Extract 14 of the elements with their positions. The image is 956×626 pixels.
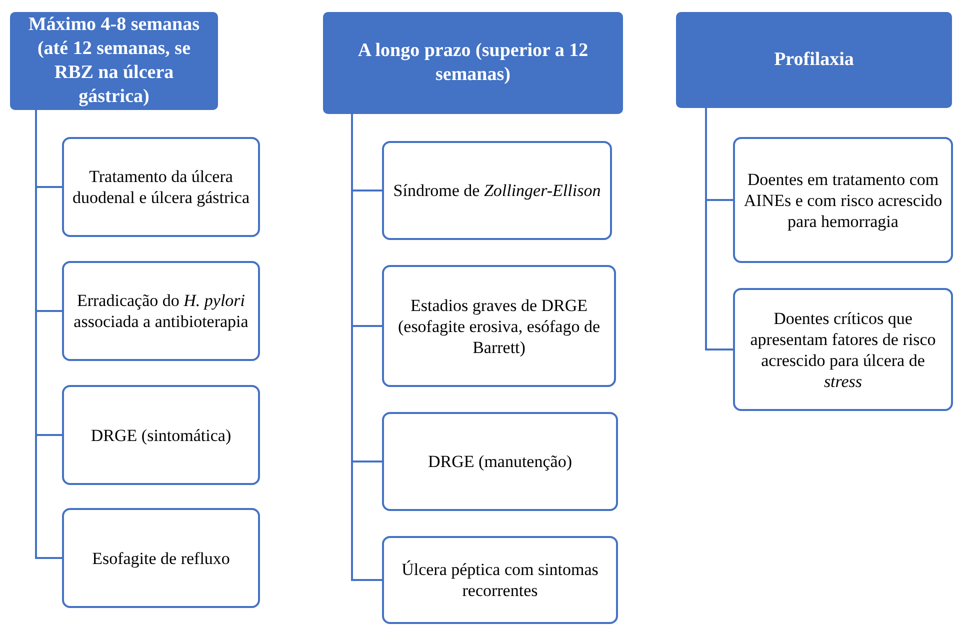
category-header: A longo prazo (superior a 12 semanas) — [323, 12, 623, 114]
category-header: Máximo 4-8 semanas (até 12 semanas, se RBZ na úlcera gástrica) — [10, 12, 218, 110]
category-header: Profilaxia — [676, 12, 952, 108]
list-item-box: Úlcera péptica com sintomas recorrentes — [382, 536, 618, 624]
list-item-box: Esofagite de refluxo — [62, 508, 260, 608]
list-item-box: Doentes em tratamento com AINEs e com risco acrescido para hemorragia — [733, 137, 953, 263]
list-item-box: Estadios graves de DRGE (esofagite erosiva, esófago de Barrett) — [382, 265, 616, 387]
connector-line — [705, 108, 733, 350]
list-item-box: Erradicação do H. pylori associada a antibioterapia — [62, 261, 260, 361]
list-item-box: Tratamento da úlcera duodenal e úlcera gástrica — [62, 137, 260, 237]
list-item-box: Doentes críticos que apresentam fatores de risco acrescido para úlcera de stress — [733, 288, 953, 411]
list-item-box: DRGE (manutenção) — [382, 412, 618, 511]
list-item-box: DRGE (sintomática) — [62, 385, 260, 485]
list-item-box: Síndrome de Zollinger-Ellison — [382, 141, 612, 240]
